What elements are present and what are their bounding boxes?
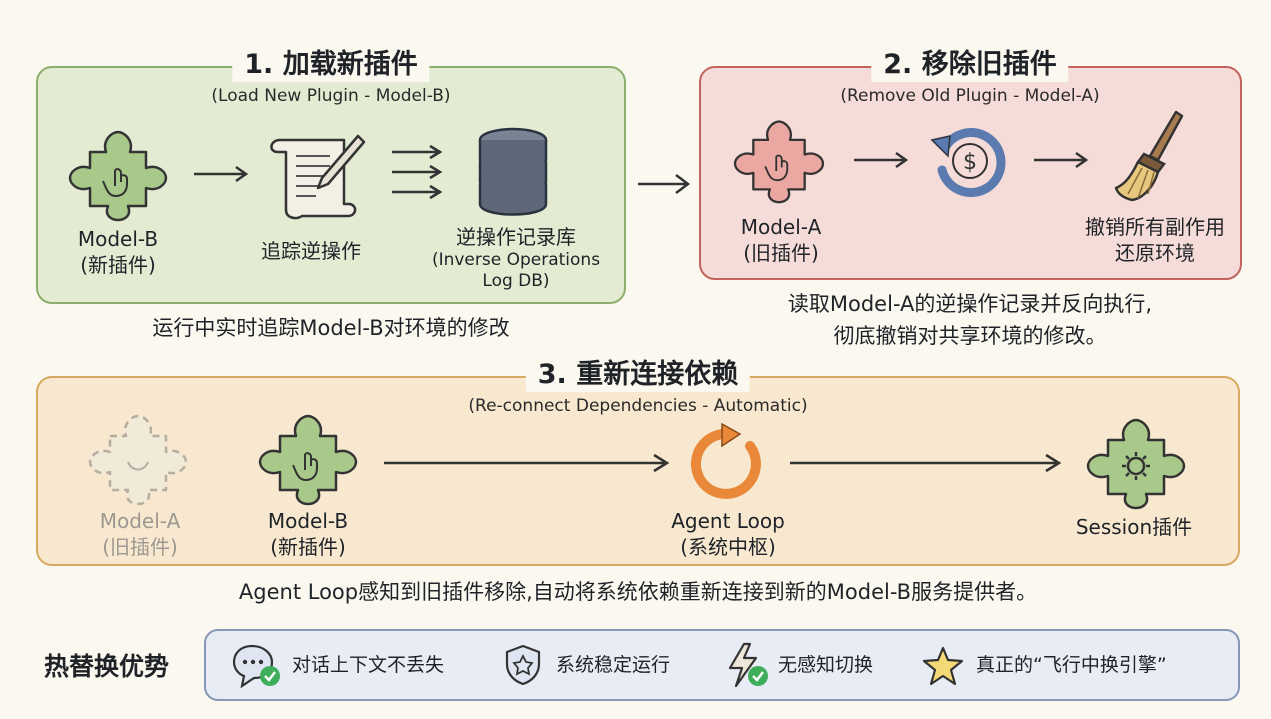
advantage-stable: 系统稳定运行 xyxy=(556,654,671,676)
step1-model-b-label: Model-B(新插件) xyxy=(77,227,159,277)
arrow-icon xyxy=(1034,151,1089,169)
advantage-context: 对话上下文不丢失 xyxy=(292,654,445,676)
puzzle-session-icon xyxy=(1086,418,1186,510)
advantage-seamless: 无感知切换 xyxy=(778,654,874,676)
triple-arrow-icon xyxy=(392,144,443,200)
step2-model-a-label: Model-A(旧插件) xyxy=(740,215,822,265)
puzzle-model-b-icon xyxy=(68,130,168,222)
puzzle-model-a-icon xyxy=(733,120,825,204)
agent-loop-label: Agent Loop(系统中枢) xyxy=(671,509,785,559)
advantage-in-flight: 真正的“飞行中换引擎” xyxy=(976,654,1167,676)
db-label: 逆操作记录库 (Inverse Operations Log DB) xyxy=(431,225,601,291)
session-plugin-label: Session插件 xyxy=(1075,515,1193,539)
puzzle-model-b-icon xyxy=(258,414,358,506)
broom-icon xyxy=(1114,110,1184,202)
arrow-icon xyxy=(790,453,1062,473)
arrow-icon xyxy=(854,151,909,169)
star-icon xyxy=(922,646,964,686)
step2-caption: 读取Model-A的逆操作记录并反向执行,彻底撤销对共享环境的修改。 xyxy=(787,292,1153,348)
database-icon xyxy=(478,127,548,216)
advantages-title: 热替换优势 xyxy=(44,652,170,681)
advantages-bar xyxy=(204,629,1240,701)
undo-dollar-icon: $ xyxy=(930,128,1006,197)
shield-icon xyxy=(505,644,541,686)
arrow-icon xyxy=(194,165,249,183)
track-label: 追踪逆操作 xyxy=(261,239,361,263)
puzzle-faded-icon xyxy=(88,414,188,506)
step1-title: 1. 加载新插件 xyxy=(232,48,430,82)
step3-old-plugin-label: Model-A(旧插件) xyxy=(99,509,181,559)
step1-caption: 运行中实时追踪Model-B对环境的修改 xyxy=(152,316,510,340)
step3-caption: Agent Loop感知到旧插件移除,自动将系统依赖重新连接到新的Model-B… xyxy=(238,580,1038,604)
step3-subtitle: (Re-connect Dependencies - Automatic) xyxy=(468,396,808,416)
step2-title: 2. 移除旧插件 xyxy=(871,48,1069,82)
step3-title: 3. 重新连接依赖 xyxy=(525,358,751,392)
step1-subtitle: (Load New Plugin - Model-B) xyxy=(211,86,451,106)
loop-icon xyxy=(690,422,761,499)
svg-text:$: $ xyxy=(963,150,977,175)
arrow-icon xyxy=(638,174,691,194)
step2-subtitle: (Remove Old Plugin - Model-A) xyxy=(840,86,1100,106)
undo-label: 撤销所有副作用还原环境 xyxy=(1085,215,1225,265)
reconnect-panel xyxy=(36,376,1240,566)
scroll-pen-icon xyxy=(270,134,366,220)
lightning-check-icon xyxy=(728,642,768,688)
arrow-icon xyxy=(384,453,670,473)
chat-check-icon xyxy=(232,644,280,689)
step3-new-plugin-label: Model-B(新插件) xyxy=(267,509,349,559)
